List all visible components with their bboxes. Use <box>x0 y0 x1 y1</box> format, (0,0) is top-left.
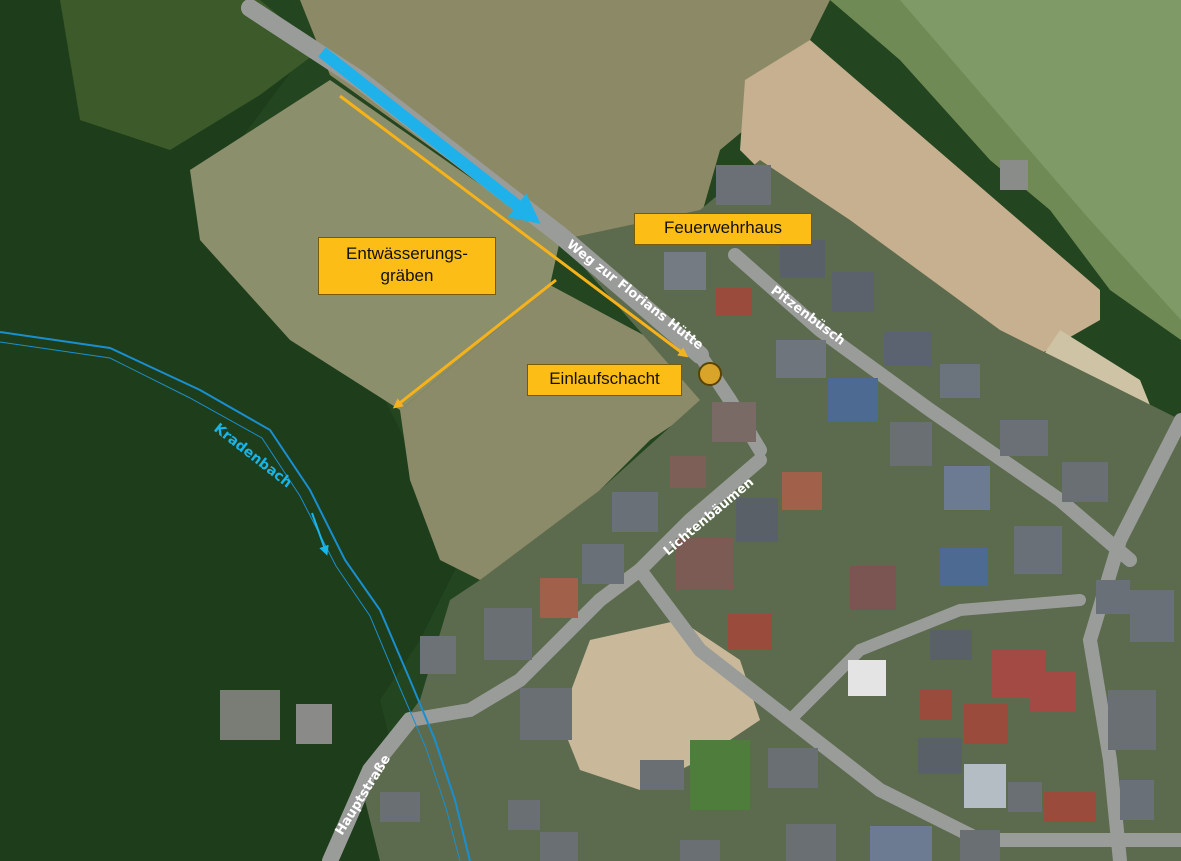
field-harvested <box>740 40 1100 360</box>
stream-flow-arrow-icon <box>311 512 329 556</box>
road-network <box>241 0 1181 861</box>
manhole-marker-icon <box>698 362 722 386</box>
runoff-flow-arrow-icon <box>318 47 541 224</box>
buildings <box>220 160 1174 861</box>
stream-kradenbach-line <box>0 331 471 861</box>
label-einlaufschacht: Einlaufschacht <box>527 364 682 396</box>
field-right-far <box>900 0 1181 320</box>
field-upper <box>300 0 830 240</box>
drainage-arrow-to-manhole-icon <box>339 94 689 358</box>
drainage-arrow-to-field-icon <box>392 278 557 409</box>
label-feuerwehrhaus: Feuerwehrhaus <box>634 213 812 245</box>
field-top-left <box>60 0 320 150</box>
field-mown-lower <box>400 285 710 580</box>
forest-texture <box>0 0 460 861</box>
label-entwaesserungsgraeben: Entwässerungs- gräben <box>318 237 496 295</box>
stream-kradenbach-line-2 <box>0 341 461 861</box>
